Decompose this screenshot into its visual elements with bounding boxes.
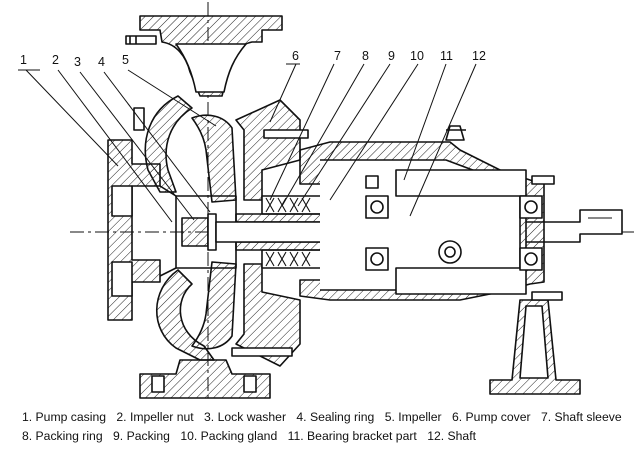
callout-1: 1 bbox=[20, 53, 27, 67]
legend-item: 5. Impeller bbox=[384, 410, 442, 424]
legend-item: 6. Pump cover bbox=[452, 410, 531, 424]
legend-item: 9. Packing bbox=[113, 429, 170, 443]
legend-row-1: 1. Pump casing 2. Impeller nut 3. Lock w… bbox=[22, 410, 629, 424]
pump-cover bbox=[235, 99, 301, 367]
callout-8: 8 bbox=[362, 49, 369, 63]
legend-item: 12. Shaft bbox=[427, 429, 476, 443]
legend-item: 2. Impeller nut bbox=[116, 410, 194, 424]
callout-leaders bbox=[18, 63, 477, 223]
callout-4: 4 bbox=[98, 55, 105, 69]
legend-item: 3. Lock washer bbox=[204, 410, 286, 424]
legend-item: 7. Shaft sleeve bbox=[540, 410, 622, 424]
legend-item: 11. Bearing bracket part bbox=[287, 429, 417, 443]
callout-6: 6 bbox=[292, 49, 299, 63]
callout-12: 12 bbox=[472, 49, 486, 63]
legend-item: 4. Sealing ring bbox=[296, 410, 375, 424]
callout-11: 11 bbox=[440, 49, 453, 63]
pump-cross-section-drawing: 1 2 3 4 5 6 7 8 9 10 11 12 bbox=[18, 2, 635, 400]
legend-row-2: 8. Packing ring 9. Packing 10. Packing g… bbox=[22, 429, 483, 443]
impeller-nut bbox=[181, 213, 217, 251]
flange-bolt-top bbox=[125, 35, 157, 45]
callout-7: 7 bbox=[334, 49, 341, 63]
legend-item: 8. Packing ring bbox=[22, 429, 103, 443]
legend-item: 1. Pump casing bbox=[22, 410, 107, 424]
callout-9: 9 bbox=[388, 49, 395, 63]
bearing-bracket bbox=[299, 125, 545, 301]
legend-item: 10. Packing gland bbox=[180, 429, 278, 443]
callout-10: 10 bbox=[410, 49, 424, 63]
cover-bolts bbox=[231, 129, 563, 357]
impeller bbox=[176, 114, 237, 350]
callout-labels: 1 2 3 4 5 6 7 8 9 10 11 12 bbox=[20, 49, 486, 69]
callout-5: 5 bbox=[122, 53, 129, 67]
bracket-support-leg bbox=[489, 299, 581, 395]
callout-3: 3 bbox=[74, 55, 81, 69]
callout-2: 2 bbox=[52, 53, 59, 67]
pump-casing bbox=[107, 15, 283, 399]
